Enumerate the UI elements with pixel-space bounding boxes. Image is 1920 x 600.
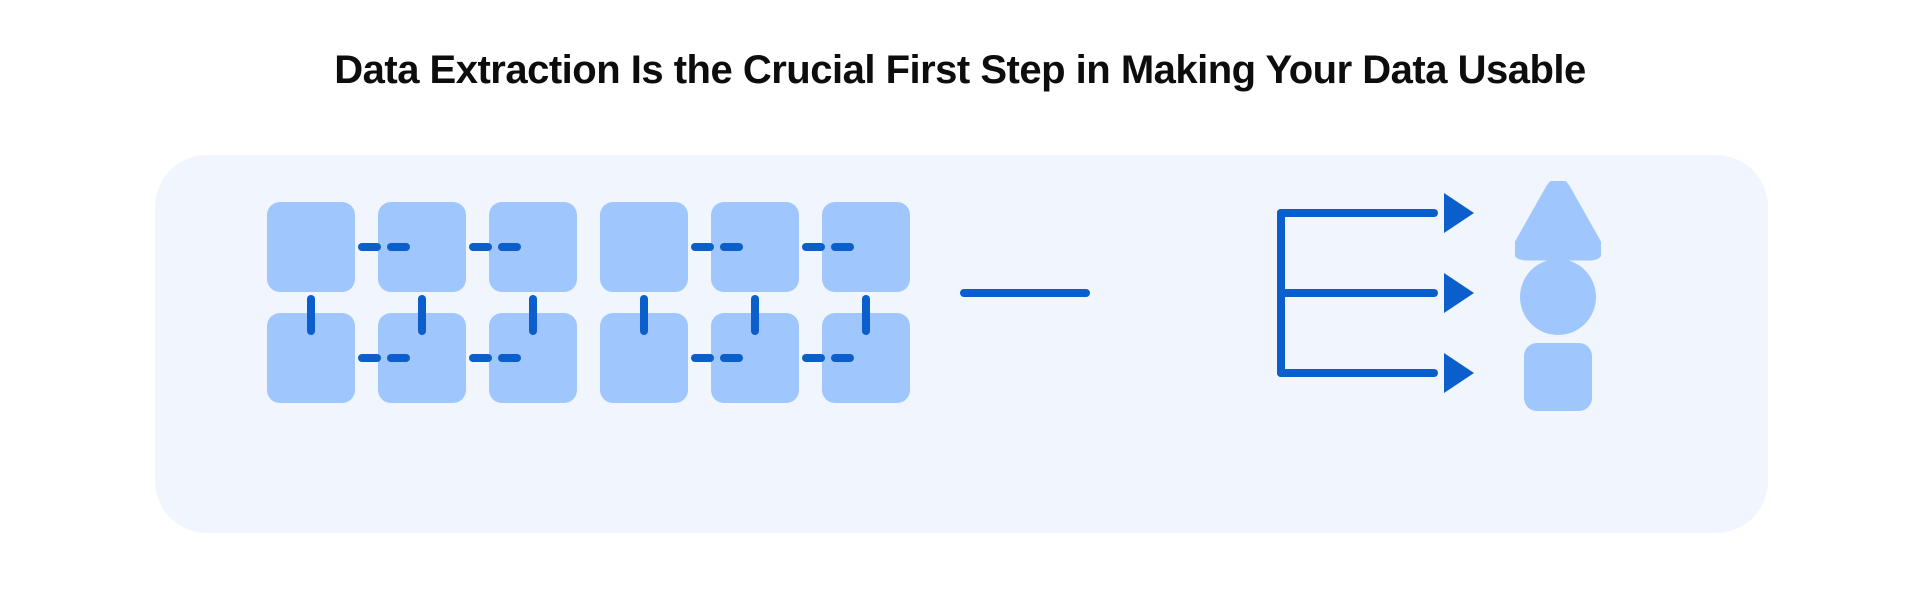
grid-connector-dash (387, 243, 410, 251)
arrow-right-icon (1444, 353, 1474, 393)
grid-node (600, 202, 688, 292)
grid-connector-dash (358, 354, 381, 362)
arrow-right-icon (1444, 273, 1474, 313)
grid-connector-vertical (418, 295, 426, 335)
grid-connector-vertical (862, 295, 870, 335)
data-extraction-illustration-panel (155, 155, 1768, 533)
grid-node (267, 202, 355, 292)
grid-connector-dash (831, 243, 854, 251)
structured-output-shapes (155, 155, 1768, 533)
unstructured-data-grid (155, 155, 1768, 533)
branch-line-top (1277, 209, 1438, 217)
grid-connector-dash (691, 243, 714, 251)
page-title: Data Extraction Is the Crucial First Ste… (334, 48, 1586, 92)
grid-connector-dash (802, 243, 825, 251)
grid-connector-dash (691, 354, 714, 362)
grid-connector-dash (498, 354, 521, 362)
grid-connector-dash (498, 243, 521, 251)
output-shape-circle (1520, 259, 1596, 335)
grid-connector-dash (720, 354, 743, 362)
branch-stem-line (960, 289, 1090, 297)
output-shape-triangle (1515, 181, 1601, 261)
grid-connector-vertical (307, 295, 315, 335)
grid-connector-dash (720, 243, 743, 251)
output-shape-square (1524, 343, 1592, 411)
grid-connector-vertical (640, 295, 648, 335)
grid-connector-dash (358, 243, 381, 251)
grid-connector-dash (802, 354, 825, 362)
extraction-branch-tree (155, 155, 1768, 533)
branch-line-middle (1277, 289, 1438, 297)
branch-line-bottom (1277, 369, 1438, 377)
grid-connector-dash (469, 354, 492, 362)
grid-connector-dash (831, 354, 854, 362)
grid-connector-dash (469, 243, 492, 251)
grid-connector-vertical (751, 295, 759, 335)
arrow-right-icon (1444, 193, 1474, 233)
grid-connector-dash (387, 354, 410, 362)
grid-connector-vertical (529, 295, 537, 335)
